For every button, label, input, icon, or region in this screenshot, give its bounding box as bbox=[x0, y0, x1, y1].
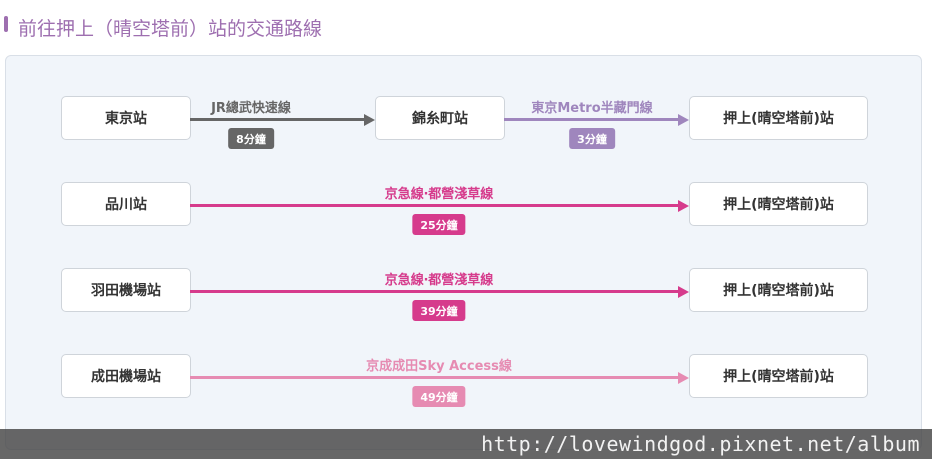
travel-time-badge: 8分鐘 bbox=[228, 128, 274, 149]
destination-station-oshiage: 押上(晴空塔前)站 bbox=[689, 96, 868, 140]
line-label-keikyu-asakusa: 京急線‧都營淺草線 bbox=[384, 187, 494, 202]
line-label-hanzomon: 東京Metro半藏門線 bbox=[531, 101, 653, 116]
line-label-keikyu-asakusa: 京急線‧都營淺草線 bbox=[384, 273, 494, 288]
arrow-head bbox=[678, 371, 689, 384]
destination-station-oshiage: 押上(晴空塔前)站 bbox=[689, 268, 868, 312]
arrow-head bbox=[678, 285, 689, 298]
route-line-keikyu-asakusa bbox=[190, 290, 678, 293]
route-line-hanzomon bbox=[504, 118, 678, 121]
page-title: 前往押上（晴空塔前）站的交通路線 bbox=[18, 18, 323, 40]
travel-time-badge: 25分鐘 bbox=[412, 214, 466, 235]
travel-time-badge: 3分鐘 bbox=[569, 128, 615, 149]
heading-accent-bar bbox=[4, 16, 8, 32]
route-line-keikyu-asakusa bbox=[190, 204, 678, 207]
route-line-sky-access bbox=[190, 376, 678, 379]
line-label-sky-access: 京成成田Sky Access線 bbox=[366, 359, 512, 374]
arrow-head bbox=[678, 199, 689, 212]
line-label-jr-sobu: JR總武快速線 bbox=[211, 101, 291, 116]
origin-station-narita: 成田機場站 bbox=[61, 354, 191, 398]
transfer-station-kinshicho: 錦糸町站 bbox=[375, 96, 505, 140]
route-line-jr-sobu bbox=[190, 118, 364, 121]
origin-station-shinagawa: 品川站 bbox=[61, 182, 191, 226]
destination-station-oshiage: 押上(晴空塔前)站 bbox=[689, 354, 868, 398]
origin-station-tokyo: 東京站 bbox=[61, 96, 191, 140]
arrow-head bbox=[364, 113, 375, 126]
origin-station-haneda: 羽田機場站 bbox=[61, 268, 191, 312]
route-panel: 東京站 JR總武快速線 8分鐘 錦糸町站 東京Metro半藏門線 3分鐘 押上(… bbox=[5, 55, 922, 450]
travel-time-badge: 39分鐘 bbox=[412, 300, 466, 321]
arrow-head bbox=[678, 113, 689, 126]
destination-station-oshiage: 押上(晴空塔前)站 bbox=[689, 182, 868, 226]
watermark-url: http://lovewindgod.pixnet.net/album bbox=[481, 432, 920, 456]
travel-time-badge: 49分鐘 bbox=[412, 386, 466, 407]
watermark-bar: http://lovewindgod.pixnet.net/album bbox=[0, 429, 932, 459]
